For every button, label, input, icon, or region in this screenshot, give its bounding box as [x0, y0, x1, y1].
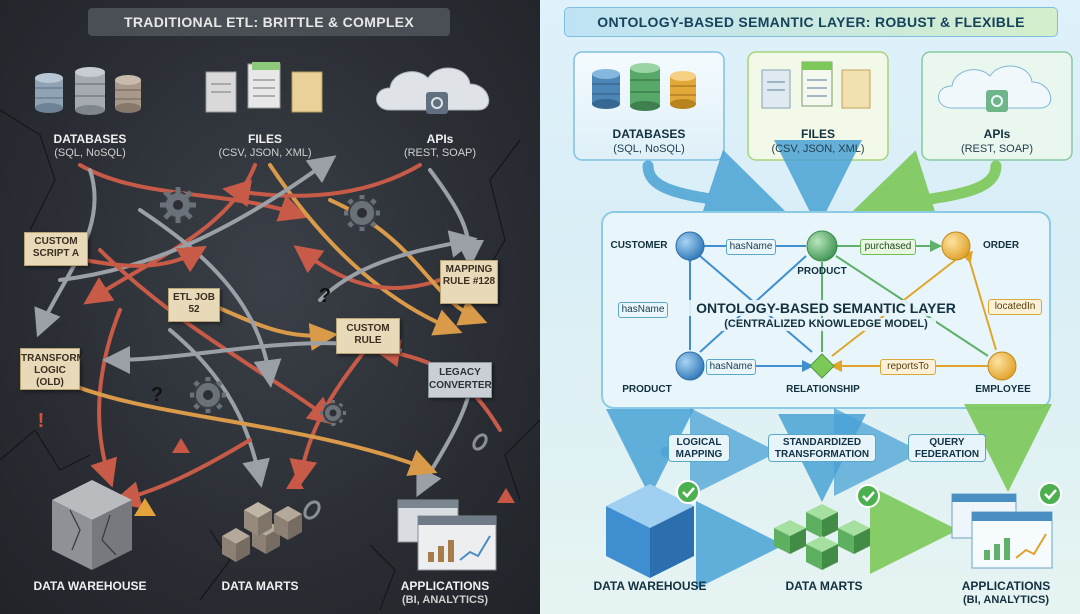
step-query-federation: QUERY FEDERATION — [908, 434, 986, 462]
node-product-top — [806, 230, 838, 262]
node-customer — [675, 231, 705, 261]
source-label-databases: DATABASES — [53, 132, 127, 146]
warehouse-cube-icon — [606, 484, 694, 578]
warning-icon — [134, 438, 515, 516]
edge-label-has-name: hasName — [618, 302, 668, 318]
gear-icon — [344, 195, 380, 231]
traditional-etl-panel: TRADITIONAL ETL: BRITTLE & COMPLEX DATAB… — [0, 0, 540, 614]
note-transform-logic-old: TRANSFORM LOGIC (OLD) — [20, 348, 85, 390]
source-label-files: FILES — [800, 127, 835, 141]
node-product-bottom — [675, 351, 705, 381]
node-label-product-top: PRODUCT — [797, 266, 847, 277]
database-icon — [35, 67, 141, 115]
source-label-files: FILES — [247, 132, 282, 146]
target-label-applications: APPLICATIONS — [400, 579, 490, 593]
step-standardized-transformation: STANDARDIZED TRANSFORMATION — [768, 434, 876, 462]
warning-exclamation: ! — [37, 410, 45, 432]
files-icon — [205, 62, 323, 113]
gear-icon — [320, 400, 346, 426]
node-label-order: ORDER — [982, 240, 1020, 251]
question-mark: ? — [150, 384, 164, 406]
database-icon — [592, 63, 696, 111]
source-sub-files: (CSV, JSON, XML) — [218, 147, 312, 159]
step-logical-mapping: LOGICAL MAPPING — [668, 434, 730, 462]
semantic-layer-panel: ONTOLOGY-BASED SEMANTIC LAYER: ROBUST & … — [540, 0, 1080, 614]
warehouse-cube-icon — [52, 480, 132, 570]
target-label-data-marts: DATA MARTS — [785, 579, 863, 593]
source-sub-apis: (REST, SOAP) — [403, 147, 477, 159]
source-label-databases: DATABASES — [612, 127, 686, 141]
target-label-data-warehouse: DATA WAREHOUSE — [593, 579, 707, 593]
edge-label-has-name: hasName — [726, 239, 776, 255]
edge-label-purchased: purchased — [860, 239, 916, 255]
target-sub-applications: (BI, ANALYTICS) — [963, 594, 1049, 606]
ingest-flow-arrows — [642, 140, 1002, 235]
source-sub-files: (CSV, JSON, XML) — [771, 143, 865, 155]
data-marts-cubes-icon — [774, 504, 870, 570]
edge-label-reports-to: reportsTo — [880, 359, 936, 375]
node-label-employee: EMPLOYEE — [975, 384, 1031, 395]
source-sub-apis: (REST, SOAP) — [960, 143, 1034, 155]
source-label-apis: APIs — [983, 127, 1011, 141]
left-chaos-canvas — [0, 62, 540, 611]
ontology-layer-subtitle: (CENTRALIZED KNOWLEDGE MODEL) — [716, 318, 936, 331]
node-order — [941, 231, 971, 261]
gear-icon — [190, 377, 226, 413]
node-label-product-bottom: PRODUCT — [622, 384, 672, 395]
target-label-applications: APPLICATIONS — [961, 579, 1051, 593]
source-label-apis: APIs — [426, 132, 454, 146]
note-custom-script-a: CUSTOM SCRIPT A — [24, 232, 88, 266]
left-title: TRADITIONAL ETL: BRITTLE & COMPLEX — [88, 8, 450, 36]
ontology-layer-title: ONTOLOGY-BASED SEMANTIC LAYER — [686, 300, 966, 317]
node-employee — [987, 351, 1017, 381]
check-icon — [676, 480, 1062, 508]
edge-label-located-in: locatedIn — [988, 299, 1042, 315]
note-custom-rule: CUSTOM RULE — [336, 318, 400, 354]
source-sub-databases: (SQL, NoSQL) — [613, 143, 685, 155]
source-sub-databases: (SQL, NoSQL) — [54, 147, 126, 159]
target-label-data-marts: DATA MARTS — [221, 579, 299, 593]
target-sub-applications: (BI, ANALYTICS) — [402, 594, 488, 606]
node-label-relationship: RELATIONSHIP — [786, 384, 860, 395]
gear-icon — [160, 187, 196, 223]
right-title: ONTOLOGY-BASED SEMANTIC LAYER: ROBUST & … — [564, 7, 1058, 37]
node-label-customer: CUSTOMER — [610, 240, 668, 251]
broken-chain-icon — [303, 433, 488, 520]
data-marts-cubes-icon — [222, 502, 302, 562]
node-relationship — [809, 353, 835, 379]
application-window-icon — [951, 493, 1053, 569]
note-etl-job-52: ETL JOB 52 — [168, 288, 220, 322]
note-legacy-converter: LEGACY CONVERTER — [428, 362, 492, 398]
note-mapping-rule-128: MAPPING RULE #128 — [440, 260, 498, 304]
edge-label-has-name: hasName — [706, 359, 756, 375]
application-window-icon — [397, 499, 497, 571]
tangled-arrows — [33, 155, 502, 509]
target-label-data-warehouse: DATA WAREHOUSE — [33, 579, 147, 593]
cloud-api-icon — [376, 67, 490, 114]
cloud-api-icon — [938, 65, 1052, 112]
files-icon — [761, 61, 871, 109]
question-mark: ? — [318, 285, 332, 307]
